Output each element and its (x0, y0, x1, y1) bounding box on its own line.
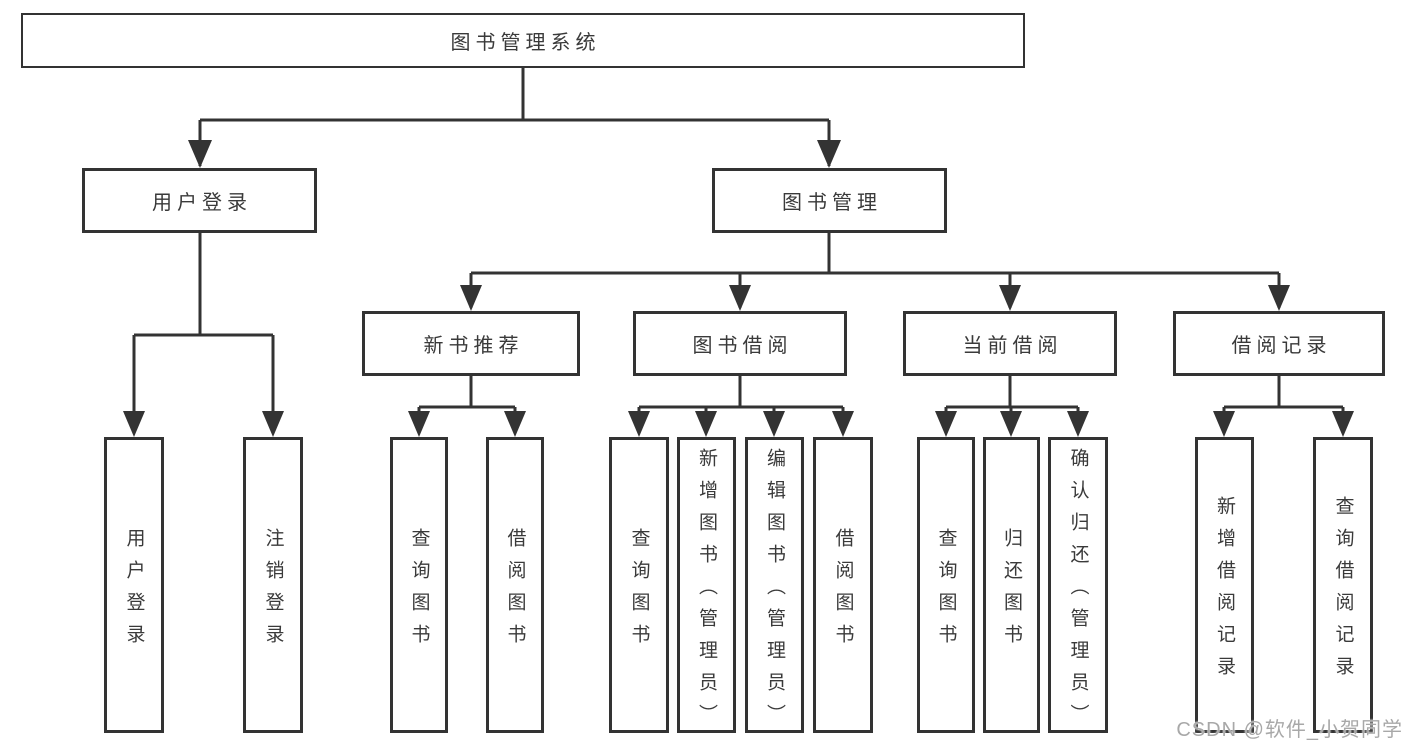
leaf-cb-query-books-label: 查询图书 (935, 527, 957, 656)
node-new-book-recommendation: 新书推荐 (362, 311, 580, 376)
node-book-management-label: 图书管理 (782, 192, 882, 214)
node-book-management: 图书管理 (712, 168, 947, 233)
leaf-bb-add-books-admin-label: 新增图书（管理员） (696, 447, 717, 736)
leaf-bb-borrow-books-label: 借阅图书 (832, 527, 854, 656)
leaf-bb-edit-books-admin: 编辑图书（管理员） (745, 437, 804, 736)
leaf-bb-add-books-admin: 新增图书（管理员） (677, 437, 736, 736)
leaf-bb-query-books: 查询图书 (609, 437, 669, 733)
csdn-watermark: CSDN @软件_小贺同学 (1176, 719, 1403, 741)
leaf-user-login: 用户登录 (104, 437, 164, 733)
leaf-logout-label: 注销登录 (262, 527, 284, 656)
leaf-br-query-record-label: 查询借阅记录 (1332, 495, 1354, 688)
node-new-book-recommendation-label: 新书推荐 (423, 335, 524, 357)
leaf-nbr-borrow-books-label: 借阅图书 (504, 527, 526, 656)
node-book-borrowing: 图书借阅 (633, 311, 847, 376)
node-current-borrowing: 当前借阅 (903, 311, 1117, 376)
node-library-management-system-label: 图书管理系统 (450, 32, 601, 54)
leaf-nbr-borrow-books: 借阅图书 (486, 437, 544, 733)
node-current-borrowing-label: 当前借阅 (962, 335, 1063, 357)
leaf-nbr-query-books-label: 查询图书 (408, 527, 430, 656)
leaf-cb-return-books: 归还图书 (983, 437, 1040, 733)
leaf-nbr-query-books: 查询图书 (390, 437, 448, 733)
leaf-user-login-label: 用户登录 (123, 527, 145, 656)
leaf-br-add-record-label: 新增借阅记录 (1214, 495, 1235, 688)
leaf-bb-borrow-books: 借阅图书 (813, 437, 873, 733)
node-book-borrowing-label: 图书借阅 (692, 335, 793, 357)
node-user-login: 用户登录 (82, 168, 317, 233)
node-borrowing-records: 借阅记录 (1173, 311, 1385, 376)
connector-line-group (132, 68, 1345, 433)
leaf-cb-confirm-return-admin-label: 确认归还（管理员） (1067, 447, 1089, 736)
leaf-logout: 注销登录 (243, 437, 303, 733)
leaf-br-add-record: 新增借阅记录 (1195, 437, 1254, 733)
node-borrowing-records-label: 借阅记录 (1231, 335, 1332, 357)
leaf-cb-return-books-label: 归还图书 (1001, 527, 1022, 656)
leaf-cb-confirm-return-admin: 确认归还（管理员） (1048, 437, 1108, 736)
leaf-cb-query-books: 查询图书 (917, 437, 975, 733)
node-user-login-label: 用户登录 (152, 192, 252, 214)
leaf-br-query-record: 查询借阅记录 (1313, 437, 1373, 733)
node-library-management-system: 图书管理系统 (21, 13, 1025, 68)
leaf-bb-edit-books-admin-label: 编辑图书（管理员） (764, 447, 785, 736)
leaf-bb-query-books-label: 查询图书 (628, 527, 650, 656)
